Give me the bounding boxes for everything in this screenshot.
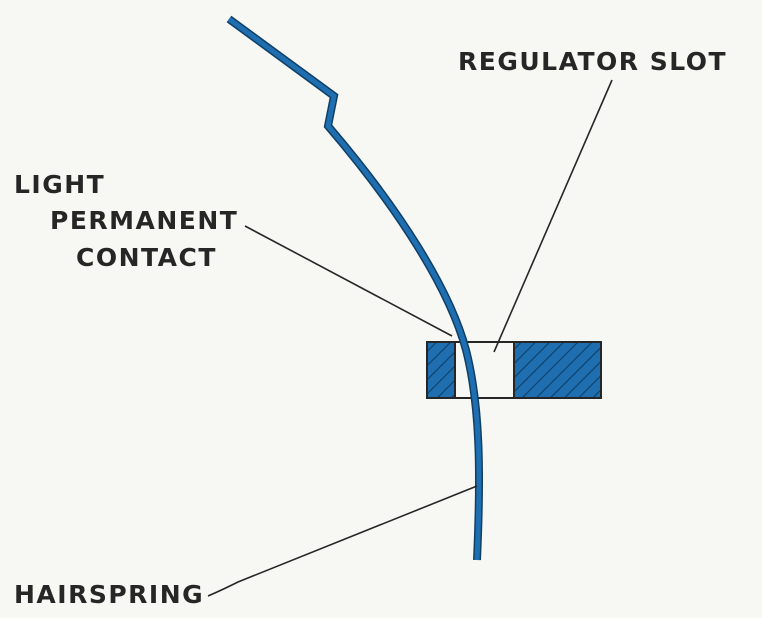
regulator-slot-leader [493, 79, 613, 353]
hairspring-fill [227, 16, 482, 561]
labels: REGULATOR SLOT LIGHT PERMANENT CONTACT H… [14, 47, 727, 609]
hairspring-leader [207, 485, 478, 597]
hairspring-curve [226, 15, 484, 561]
light-label: LIGHT [14, 170, 105, 199]
regulator-right-pin [513, 341, 602, 399]
regulator-left-pin [426, 341, 456, 399]
permanent-contact-leader [244, 225, 453, 337]
permanent-label: PERMANENT [50, 206, 238, 235]
regulator-slot-label: REGULATOR SLOT [458, 47, 727, 76]
hairspring-label: HAIRSPRING [14, 580, 204, 609]
contact-label: CONTACT [76, 243, 217, 272]
regulator [426, 341, 602, 399]
leader-lines [207, 79, 613, 597]
